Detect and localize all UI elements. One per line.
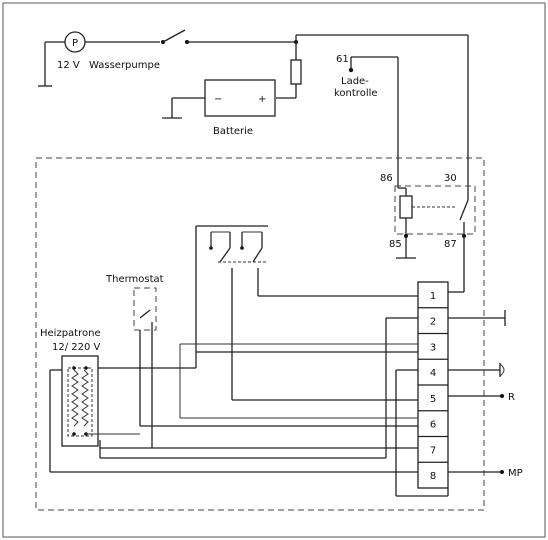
thermostat: Thermostat xyxy=(105,274,164,436)
terminal-7: 7 xyxy=(430,445,436,456)
heater-label-2: 12/ 220 V xyxy=(52,342,101,353)
terminal-6: 6 xyxy=(430,420,436,431)
output-r-label: R xyxy=(508,392,515,403)
water-pump: P 12 V Wasserpumpe xyxy=(38,31,160,87)
heating-cartridge: Heizpatrone 12/ 220 V xyxy=(40,328,101,447)
lamp-label-line2: kontrolle xyxy=(334,88,378,99)
charge-indicator: 61 Lade- kontrolle xyxy=(334,54,398,99)
terminal-4: 4 xyxy=(430,368,436,379)
fuse-icon xyxy=(290,59,302,85)
relay-terminal-30: 30 xyxy=(444,173,457,184)
pump-name-label: Wasserpumpe xyxy=(89,60,160,71)
pump-voltage-label: 12 V xyxy=(57,60,80,71)
terminal-2: 2 xyxy=(430,317,436,328)
heater-label-1: Heizpatrone xyxy=(40,328,101,339)
relay-housing xyxy=(394,185,476,235)
heater-housing xyxy=(61,355,99,447)
battery-minus: − xyxy=(214,94,222,105)
two-pole-switch xyxy=(195,225,418,401)
terminal-8: 8 xyxy=(430,471,436,482)
main-switch xyxy=(161,29,298,44)
battery: − + Batterie xyxy=(162,79,276,137)
battery-plus: + xyxy=(258,94,266,105)
lamp-label-line1: Lade- xyxy=(341,76,369,87)
pump-symbol: P xyxy=(72,38,78,49)
heater-coil-1-icon xyxy=(71,369,79,427)
relay-coil-icon xyxy=(399,195,413,219)
relay-terminal-85: 85 xyxy=(389,239,402,250)
relay: 86 30 85 87 xyxy=(380,173,476,250)
terminal-block: 1 2 3 4 5 6 7 8 xyxy=(417,281,449,489)
relay-terminal-86: 86 xyxy=(380,173,393,184)
terminal-1: 1 xyxy=(430,291,436,302)
enclosure-boundary xyxy=(35,157,485,511)
relay-terminal-87: 87 xyxy=(444,239,457,250)
lamp-terminal-label: 61 xyxy=(336,54,349,65)
relay-contact-icon xyxy=(459,199,469,221)
thermostat-housing xyxy=(133,287,157,331)
thermostat-label: Thermostat xyxy=(105,274,164,285)
thermostat-contact-icon xyxy=(139,309,151,319)
switch-icon xyxy=(162,29,186,43)
heater-coil-2-icon xyxy=(81,369,89,427)
output-mp-label: MP xyxy=(508,468,523,479)
terminal-3: 3 xyxy=(430,342,436,353)
battery-label: Batterie xyxy=(213,126,253,137)
terminal-5: 5 xyxy=(430,394,436,405)
